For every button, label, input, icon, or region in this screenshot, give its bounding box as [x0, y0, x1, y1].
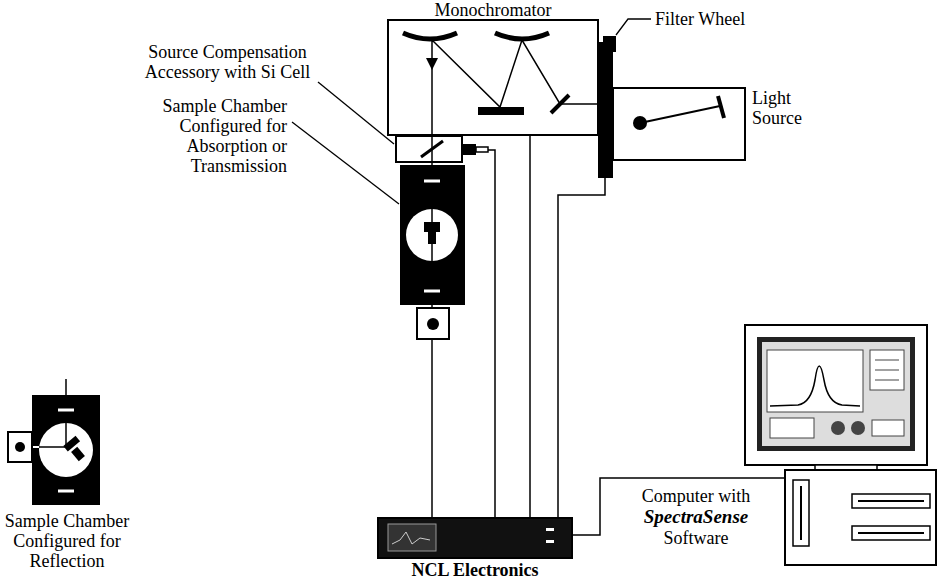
- compensation-housing: [396, 136, 462, 162]
- port-mark: [58, 490, 74, 493]
- label-block: NCL Electronics: [368, 560, 582, 580]
- label-block: Sample Chamber Configured for Reflection: [4, 511, 130, 571]
- indicator: [546, 540, 554, 543]
- filter-wheel-hub: [603, 36, 616, 52]
- light-source-housing: [613, 88, 745, 160]
- display-panel: [388, 524, 436, 551]
- si-cell-connector: [476, 147, 488, 152]
- signal-cable: [488, 150, 495, 518]
- label-block: Monochromator: [388, 0, 598, 20]
- sample-compartment: [406, 209, 458, 261]
- node-label: Monochromator: [388, 0, 598, 20]
- monochromator-box: Monochromator: [388, 20, 598, 135]
- signal-cable: [558, 178, 605, 518]
- si-cell: [462, 144, 476, 155]
- grating: [478, 107, 524, 115]
- electronics-unit: [378, 518, 572, 558]
- monochromator-housing: [388, 20, 598, 135]
- drive-slot: [800, 486, 802, 540]
- status-panel: [770, 418, 814, 438]
- concave-mirror: [495, 33, 549, 39]
- spectrum-plot: [767, 350, 863, 412]
- port-mark: [424, 290, 440, 293]
- sample-chamber: [400, 165, 465, 305]
- port-mark: [58, 409, 74, 412]
- filter-wheel-box: Filter Wheel: [598, 36, 616, 178]
- monitor: [745, 325, 927, 465]
- control-line: [875, 380, 899, 381]
- node-label: Sample Chamber Configured for Reflection: [4, 511, 130, 571]
- leader-line: [616, 19, 651, 35]
- control-line: [875, 370, 899, 371]
- node-label: Light Source: [752, 88, 814, 128]
- disk-drive: [852, 494, 930, 508]
- lamp-reflector: [718, 96, 724, 118]
- beam-arrow: [426, 58, 438, 70]
- detector-element: [427, 318, 439, 330]
- disk-drive: [858, 500, 924, 502]
- monitor-screen: [757, 337, 915, 451]
- node-label: Software: [612, 528, 780, 548]
- node-label: Filter Wheel: [655, 9, 775, 29]
- signal-cable: [572, 478, 785, 535]
- sample-chamber-box: Sample Chamber Configured for Reflection: [8, 378, 100, 505]
- detector: [8, 432, 32, 462]
- concave-mirror: [403, 33, 457, 39]
- lamp-support: [640, 106, 720, 123]
- node-label: Computer with: [612, 486, 780, 506]
- node-label: SpectraSense: [612, 506, 780, 528]
- compensation-box: Source Compensation Accessory with Si Ce…: [396, 136, 488, 162]
- beam-splitter: [421, 141, 443, 157]
- control-panel: [870, 350, 904, 390]
- signal-cable: [529, 135, 531, 518]
- port-mark: [424, 180, 440, 183]
- label-block: Filter Wheel: [655, 9, 775, 29]
- light-beam: [598, 103, 613, 105]
- sample-chamber-box: Sample Chamber Configured for Absorption…: [400, 165, 465, 340]
- leader-line: [318, 82, 394, 144]
- sample-holder: [424, 222, 440, 232]
- leader-line: [292, 122, 399, 204]
- disk-drive: [852, 526, 930, 540]
- spectrum-curve: [770, 366, 860, 406]
- sample-chamber: [32, 395, 100, 505]
- detector-element: [15, 442, 25, 452]
- computer-case: [785, 470, 936, 565]
- indicator: [546, 528, 554, 531]
- label-block: Source Compensation Accessory with Si Ce…: [140, 42, 315, 82]
- display-trace: [392, 532, 430, 544]
- sample-holder: [428, 232, 436, 244]
- control-button: [831, 421, 845, 435]
- detector: [417, 308, 449, 339]
- computer-box: Computer withSpectraSenseSoftware: [785, 322, 936, 565]
- light-beam: [65, 379, 67, 395]
- light-beam: [32, 446, 39, 448]
- sample-holder: [71, 447, 85, 461]
- node-label: Source Compensation Accessory with Si Ce…: [140, 42, 315, 82]
- label-block: Light Source: [752, 88, 814, 128]
- node-label: NCL Electronics: [368, 560, 582, 580]
- disk-drive: [858, 532, 924, 534]
- sample-compartment: [39, 423, 93, 477]
- drive-slot: [793, 480, 809, 546]
- software-window: [762, 342, 910, 446]
- signal-cable: [431, 340, 433, 518]
- label-block: Computer withSpectraSenseSoftware: [612, 486, 780, 548]
- electronics-box: NCL Electronics: [378, 518, 572, 558]
- node-label: Sample Chamber Configured for Absorption…: [115, 96, 287, 176]
- control-button: [851, 421, 865, 435]
- control-line: [875, 360, 899, 361]
- control-panel: [872, 420, 904, 436]
- light-beam: [432, 40, 598, 135]
- filter-wheel: [598, 42, 613, 178]
- light-source-box: Light Source: [613, 88, 745, 160]
- light-beam: [39, 446, 66, 448]
- label-block: Sample Chamber Configured for Absorption…: [115, 96, 287, 176]
